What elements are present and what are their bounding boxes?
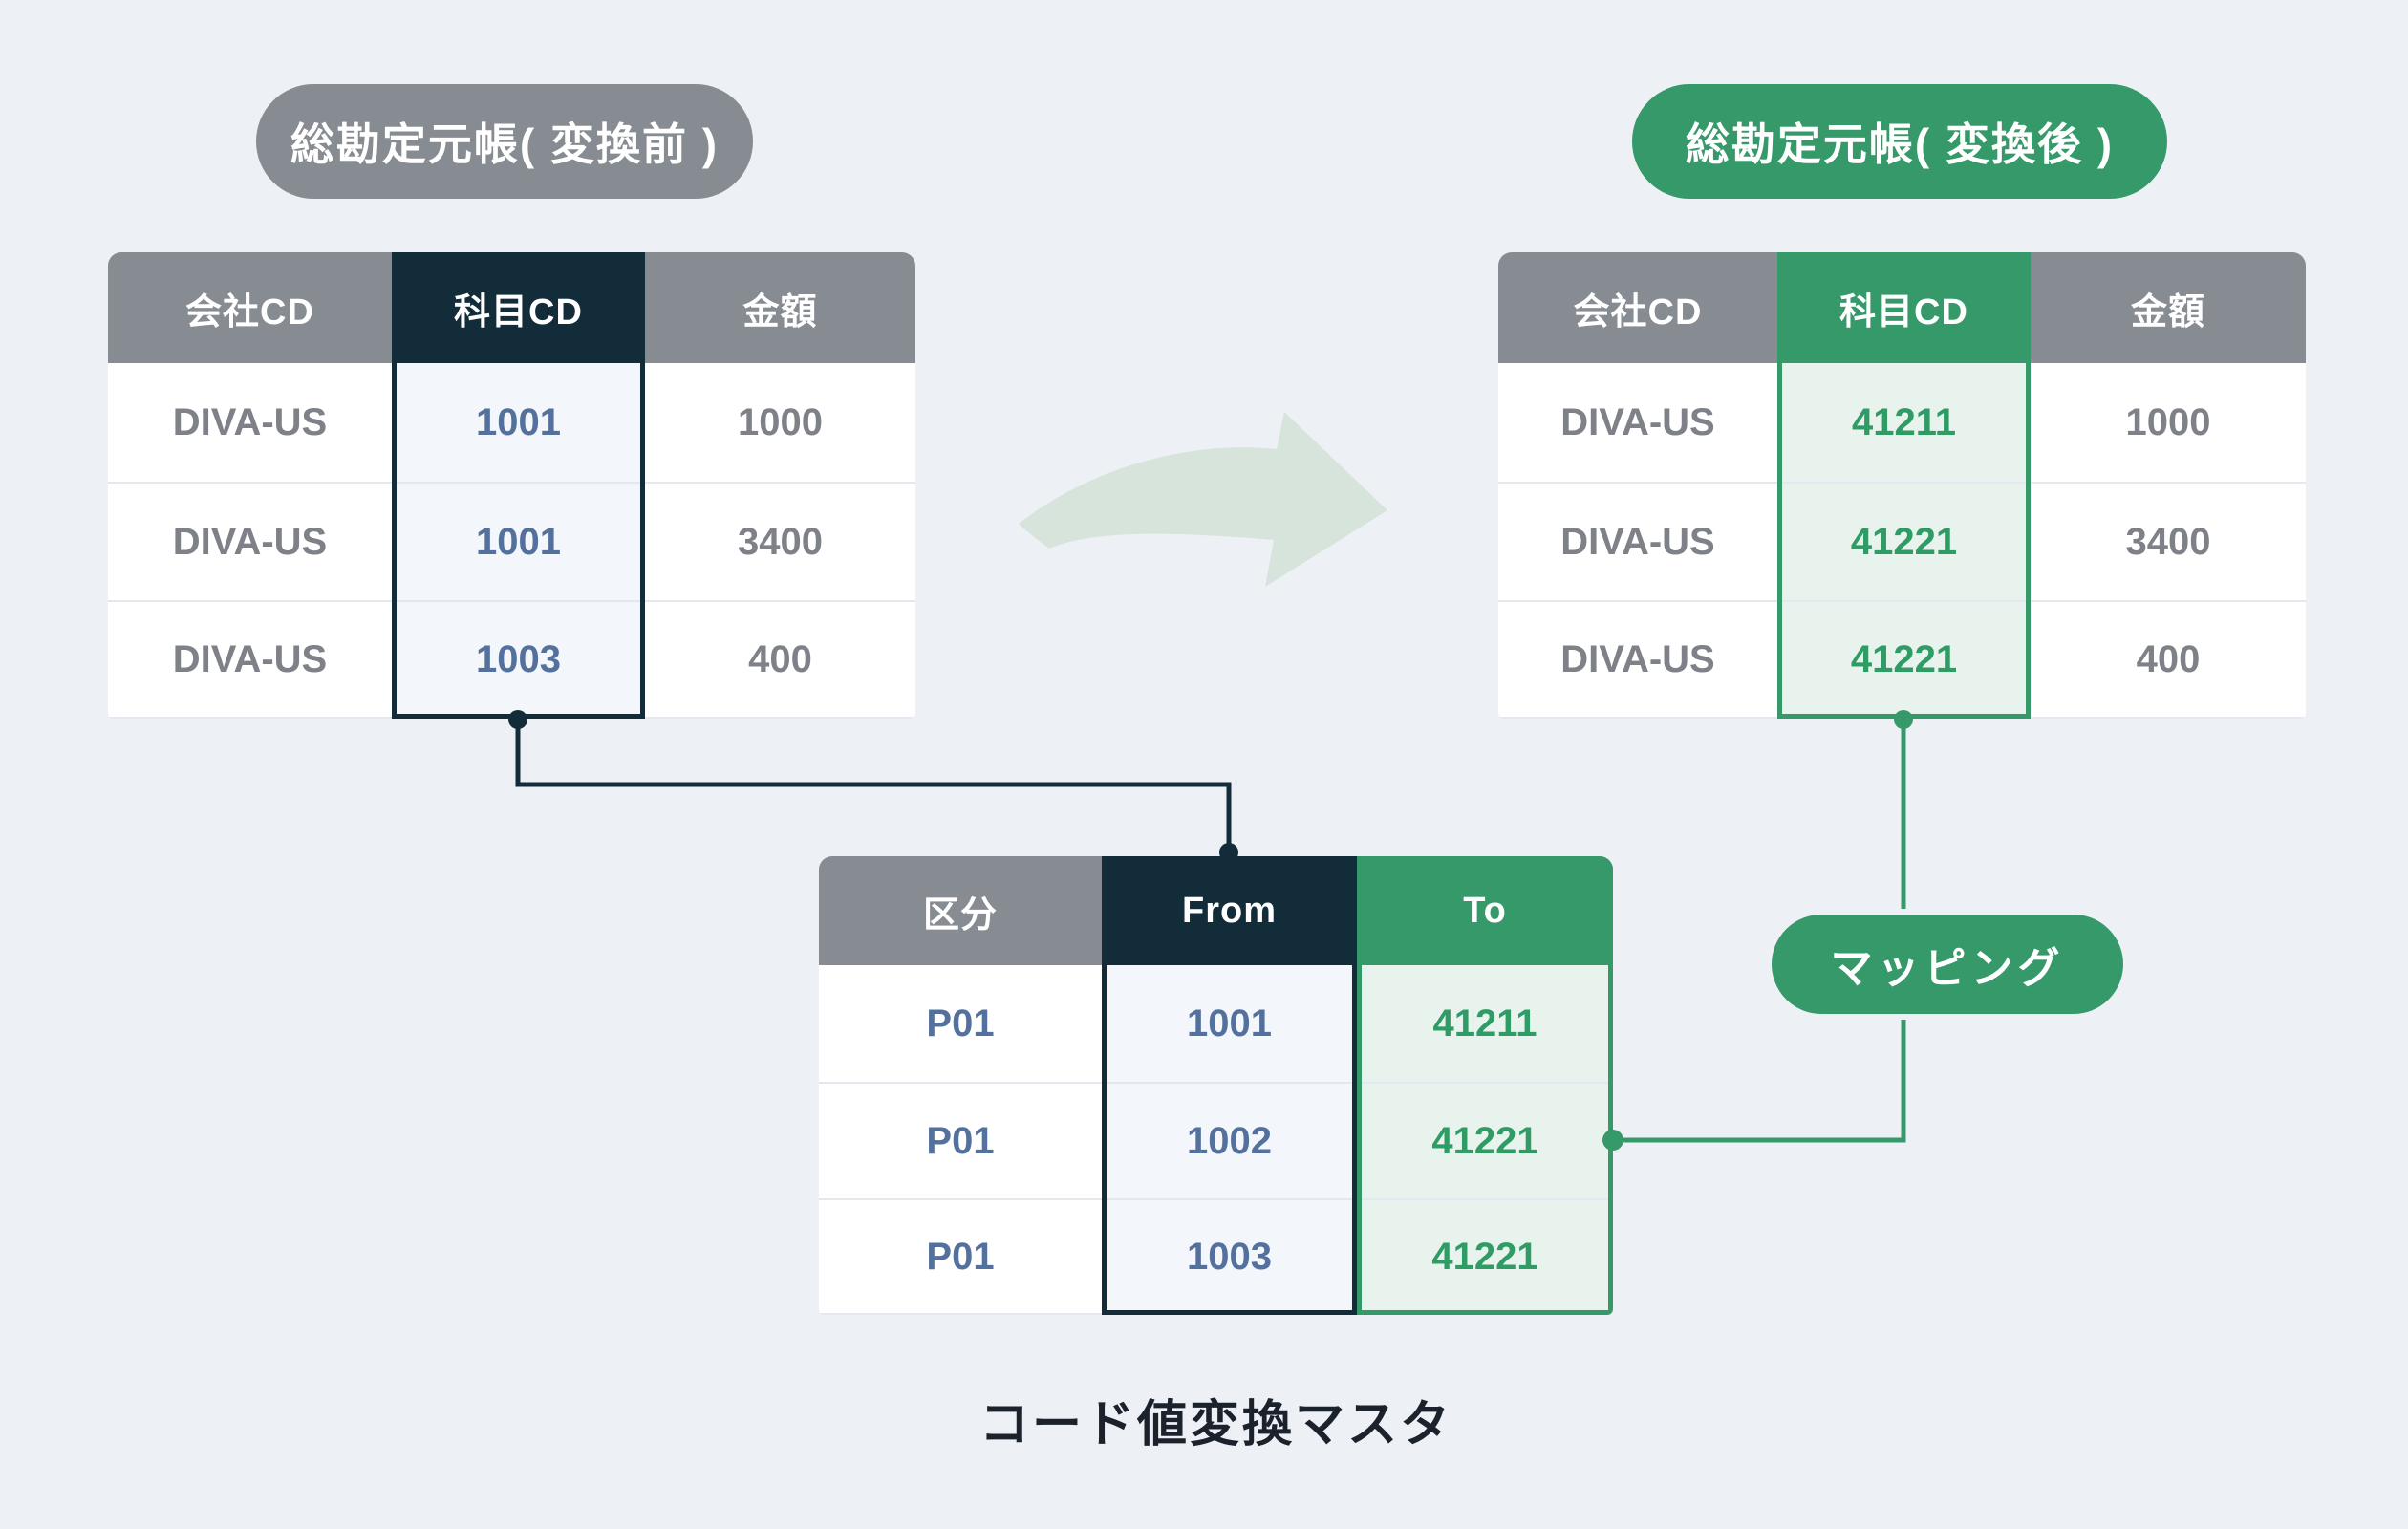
header-cell-to: To <box>1357 856 1613 965</box>
table-cell: DIVA-US <box>1498 363 1777 482</box>
transform-arrow-icon <box>1019 412 1387 587</box>
table-cell: P01 <box>819 1198 1102 1315</box>
table-cell: 3400 <box>2031 482 2306 600</box>
before-to-master-connector <box>515 719 1232 851</box>
table-cell: DIVA-US <box>1498 482 1777 600</box>
table-code-conversion-master: 区分 From To P01 1001 41211 P01 1002 41221… <box>819 856 1613 1315</box>
header-cell-amount: 金額 <box>2031 252 2306 363</box>
table-cell: 41221 <box>1357 1198 1613 1315</box>
header-cell-amount: 金額 <box>645 252 915 363</box>
header-cell-category: 区分 <box>819 856 1102 965</box>
header-cell-company: 会社CD <box>108 252 392 363</box>
table-cell: 1002 <box>1102 1082 1357 1198</box>
table-cell: 1003 <box>1102 1198 1357 1315</box>
table-cell: 1001 <box>1102 965 1357 1082</box>
table-cell: DIVA-US <box>108 363 392 482</box>
table-cell: P01 <box>819 965 1102 1082</box>
table-cell: DIVA-US <box>108 482 392 600</box>
table-cell: 1000 <box>645 363 915 482</box>
table-cell: 1000 <box>2031 363 2306 482</box>
table-cell: DIVA-US <box>1498 600 1777 719</box>
table-cell: 3400 <box>645 482 915 600</box>
table-ledger-after: 会社CD 科目CD 金額 DIVA-US 41211 1000 DIVA-US … <box>1498 252 2306 719</box>
header-cell-account: 科目CD <box>1777 252 2031 363</box>
table-cell: 1003 <box>392 600 645 719</box>
table-ledger-before: 会社CD 科目CD 金額 DIVA-US 1001 1000 DIVA-US 1… <box>108 252 915 719</box>
header-cell-account: 科目CD <box>392 252 645 363</box>
table-cell: 41211 <box>1777 363 2031 482</box>
badge-mapping: マッピング <box>1766 909 2129 1020</box>
table-cell: 1001 <box>392 363 645 482</box>
table-cell: 400 <box>645 600 915 719</box>
header-cell-from: From <box>1102 856 1357 965</box>
caption-code-conversion-master: コード値変換マスタ <box>978 1397 1452 1453</box>
table-cell: 41221 <box>1777 600 2031 719</box>
table-cell: 400 <box>2031 600 2306 719</box>
table-cell: DIVA-US <box>108 600 392 719</box>
badge-ledger-after: 総勘定元帳( 変換後 ) <box>1632 84 2167 199</box>
table-cell: 41221 <box>1357 1082 1613 1198</box>
badge-ledger-before: 総勘定元帳( 変換前 ) <box>256 84 753 199</box>
header-cell-company: 会社CD <box>1498 252 1777 363</box>
table-cell: 1001 <box>392 482 645 600</box>
table-cell: 41221 <box>1777 482 2031 600</box>
table-cell: 41211 <box>1357 965 1613 1082</box>
table-cell: P01 <box>819 1082 1102 1198</box>
